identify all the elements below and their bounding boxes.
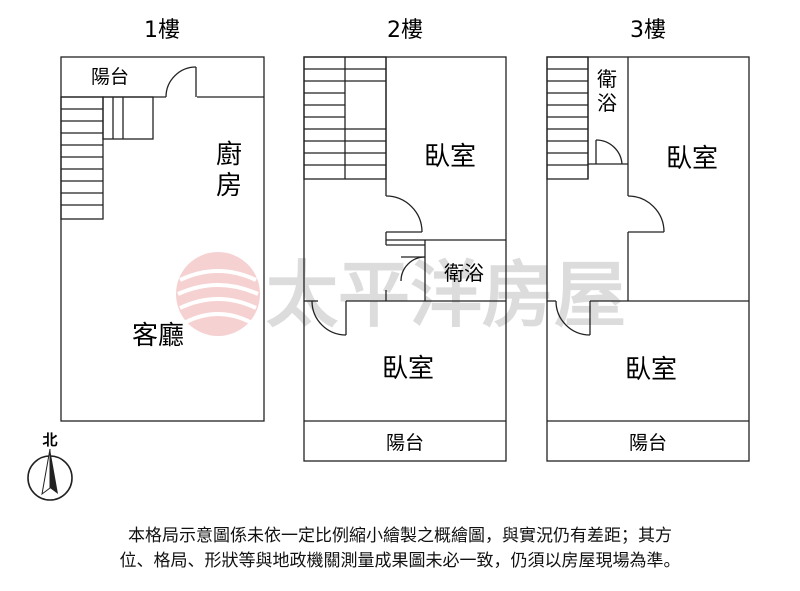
disclaimer: 本格局示意圖係未依一定比例縮小繪製之概繪圖，與實況仍有差距；其方 位、格局、形狀… bbox=[0, 524, 800, 574]
floor-2 bbox=[303, 56, 507, 462]
floor-2-balcony-label: 陽台 bbox=[386, 432, 424, 454]
floor-1-kitchen-label-1: 廚 bbox=[216, 140, 242, 170]
floor-1-living-room-label: 客廳 bbox=[132, 321, 184, 351]
floor-3-bedroom-top-label: 臥室 bbox=[666, 144, 718, 174]
floor-3 bbox=[546, 56, 750, 462]
floor-1-title: 1樓 bbox=[144, 18, 180, 43]
compass-north-label: 北 bbox=[42, 431, 57, 449]
floor-2-bathroom-label: 衛浴 bbox=[444, 261, 484, 285]
watermark-logo-icon bbox=[176, 252, 260, 336]
floor-3-bathroom-label-1: 衛 bbox=[597, 67, 617, 91]
floor-1 bbox=[60, 56, 265, 422]
disclaimer-line-2: 位、格局、形狀等與地政機關測量成果圖未必一致，仍須以房屋現場為準。 bbox=[119, 551, 681, 571]
floor-3-balcony-label: 陽台 bbox=[629, 432, 667, 454]
floor-2-bedroom-bottom-label: 臥室 bbox=[382, 354, 434, 384]
disclaimer-line-1: 本格局示意圖係未依一定比例縮小繪製之概繪圖，與實況仍有差距；其方 bbox=[128, 526, 672, 546]
floor-2-title: 2樓 bbox=[387, 18, 423, 43]
floor-1-kitchen-label-2: 房 bbox=[216, 171, 242, 201]
floor-2-bedroom-top-label: 臥室 bbox=[424, 142, 476, 172]
floor-3-bathroom-label-2: 浴 bbox=[597, 91, 617, 115]
watermark-text: 太平洋房屋 bbox=[266, 252, 626, 337]
watermark: 太平洋房屋 bbox=[176, 252, 626, 337]
compass-icon: 北 bbox=[27, 431, 73, 501]
floor-plan: 太平洋房屋 1樓 2樓 3樓 陽台 廚 房 客廳 bbox=[27, 18, 750, 501]
floor-3-title: 3樓 bbox=[630, 18, 666, 43]
floor-1-balcony-label: 陽台 bbox=[91, 66, 129, 88]
floor-3-bedroom-bottom-label: 臥室 bbox=[625, 355, 677, 385]
